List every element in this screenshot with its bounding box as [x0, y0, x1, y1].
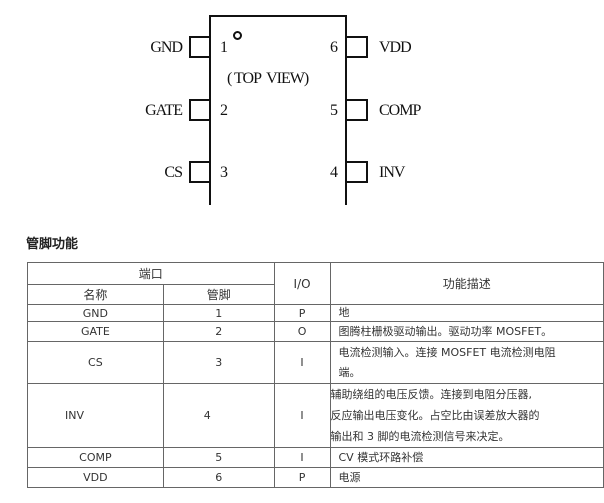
cell-desc: 辅助绕组的电压反馈。连接到电阻分压器, 反应输出电压变化。占空比由误差放大器的输出… [329, 383, 604, 448]
pin-function-table: 端口 I/O 功能描述 名称 管脚 GND 1 P 地 GATE 2 O 图腾柱… [27, 262, 604, 488]
cell-desc: 电流检测输入。连接 MOSFET 电流检测电阻端。 [329, 341, 604, 384]
pin-name-gnd: GND [150, 39, 183, 56]
pin-lead-1 [189, 36, 210, 58]
cell-io: I [273, 447, 331, 468]
cell-io: I [273, 341, 331, 384]
desc-line: CV 模式环路补偿 [338, 451, 424, 464]
pin-lead-6 [347, 36, 368, 58]
cell-pin: 4 [162, 383, 275, 448]
pin-number-4: 4 [330, 164, 338, 181]
cell-desc: 地 [329, 304, 604, 322]
cell-name: GND [27, 304, 164, 322]
pin-name-comp: COMP [379, 102, 421, 119]
table-row: INV 4 I 辅助绕组的电压反馈。连接到电阻分压器, 反应输出电压变化。占空比由… [27, 383, 604, 448]
pin-name-cs: CS [164, 164, 183, 181]
header-name: 名称 [27, 284, 164, 305]
cell-io: P [273, 467, 331, 488]
cell-io: I [273, 383, 331, 448]
cell-name: COMP [27, 447, 164, 468]
chip-body [209, 15, 347, 205]
cell-desc: 电源 [329, 467, 604, 488]
pin-number-6: 6 [330, 39, 338, 56]
cell-desc: 图腾柱栅极驱动输出。驱动功率 MOSFET。 [329, 321, 604, 342]
top-view-label: ( TOP VIEW) [227, 70, 309, 87]
cell-pin: 6 [162, 467, 275, 488]
header-port: 端口 [27, 262, 275, 285]
desc-line: 端。 [338, 365, 361, 379]
cell-io: P [273, 304, 331, 322]
desc-line: 电流检测输入。连接 MOSFET 电流检测电阻 [338, 345, 556, 359]
pinout-diagram: GND GATE CS 1 2 3 6 5 4 VDD COMP INV ( T… [0, 0, 604, 205]
section-title: 管脚功能 [26, 237, 79, 252]
cell-pin: 2 [162, 321, 275, 342]
header-io: I/O [273, 262, 331, 305]
pin-name-vdd: VDD [379, 39, 412, 56]
desc-line: 输出和 3 脚的电流检测信号来决定。 [330, 430, 510, 443]
pin-lead-4 [347, 161, 368, 183]
pin-number-1: 1 [220, 39, 228, 56]
desc-line: 辅助绕组的电压反馈。连接到电阻分压器, [330, 388, 533, 401]
cell-io: O [273, 321, 331, 342]
pin-name-gate: GATE [145, 102, 183, 119]
desc-line: 图腾柱栅极驱动输出。驱动功率 MOSFET。 [338, 325, 553, 338]
table-row: GATE 2 O 图腾柱栅极驱动输出。驱动功率 MOSFET。 [27, 321, 604, 342]
cell-pin: 5 [162, 447, 275, 468]
table-row: VDD 6 P 电源 [27, 467, 604, 488]
cell-name: CS [27, 341, 164, 384]
desc-line: 反应输出电压变化。占空比由误差放大器的 [330, 409, 540, 422]
pin1-marker-icon [233, 31, 242, 40]
pin-name-inv: INV [379, 164, 405, 181]
pin-number-3: 3 [220, 164, 228, 181]
cell-name: GATE [27, 321, 164, 342]
cell-name: INV [27, 383, 164, 448]
header-pin: 管脚 [162, 284, 275, 305]
pin-lead-3 [189, 161, 210, 183]
table-row: GND 1 P 地 [27, 304, 604, 322]
cell-pin: 1 [162, 304, 275, 322]
pin-lead-5 [347, 99, 368, 121]
table-row: CS 3 I 电流检测输入。连接 MOSFET 电流检测电阻端。 [27, 341, 604, 384]
pin-lead-2 [189, 99, 210, 121]
cell-name: VDD [27, 467, 164, 488]
desc-line: 地 [338, 306, 350, 319]
pin-number-2: 2 [220, 102, 228, 119]
cell-desc: CV 模式环路补偿 [329, 447, 604, 468]
cell-pin: 3 [162, 341, 275, 384]
table-row: COMP 5 I CV 模式环路补偿 [27, 447, 604, 468]
desc-line: 电源 [338, 471, 361, 484]
header-function: 功能描述 [329, 262, 604, 305]
pin-number-5: 5 [330, 102, 338, 119]
